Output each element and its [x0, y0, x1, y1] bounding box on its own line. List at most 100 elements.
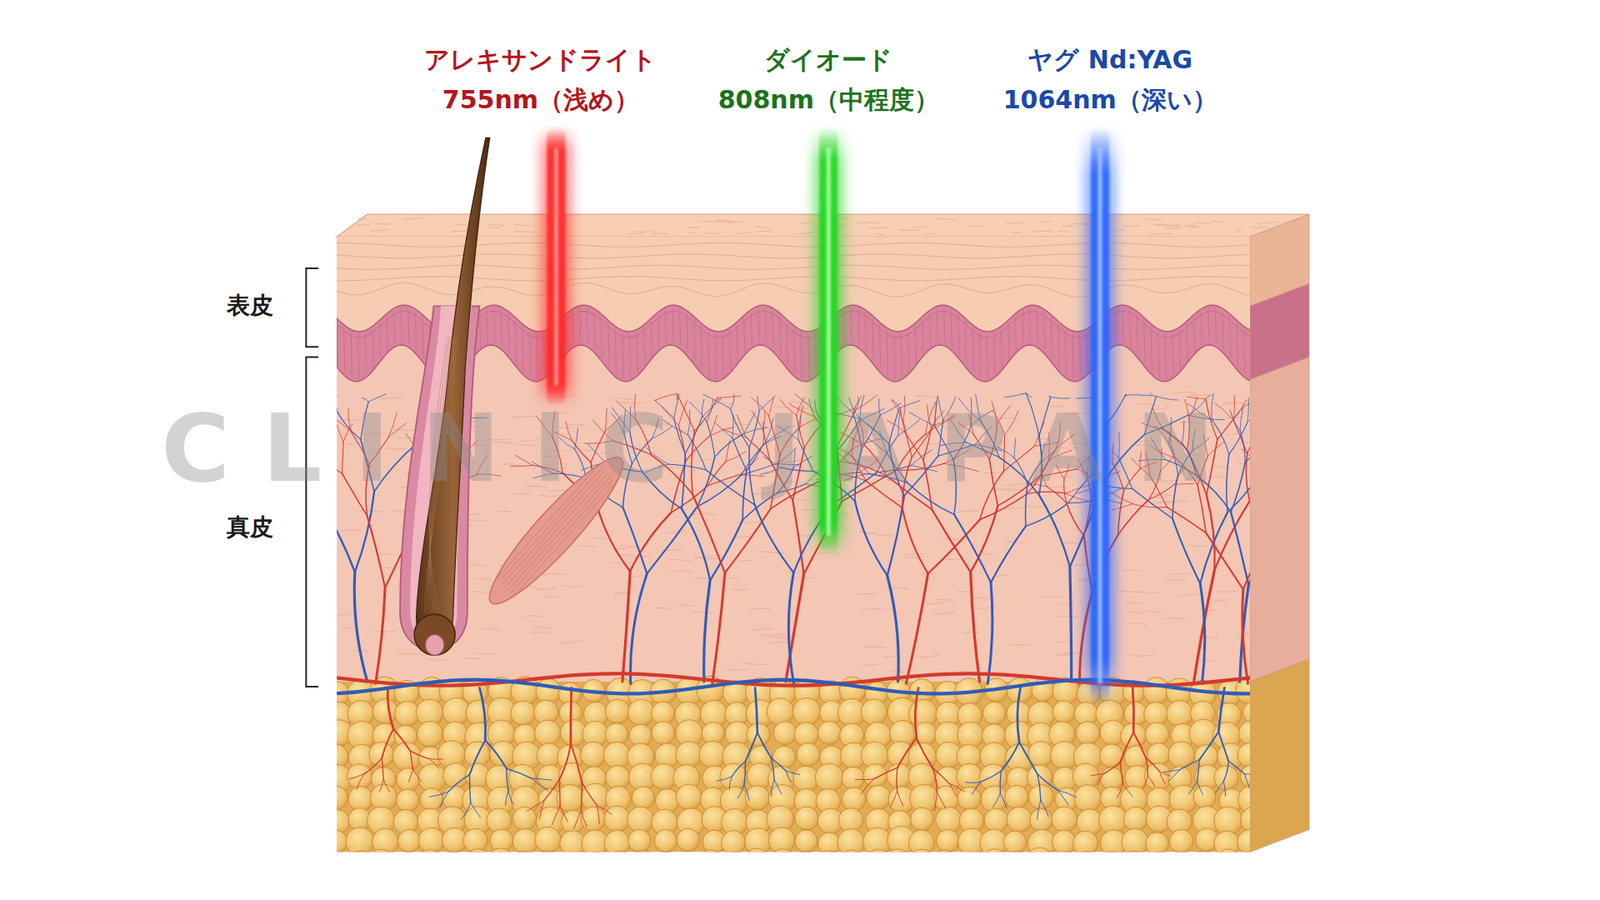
dermis-fibre [469, 565, 486, 568]
skin-texture [650, 233, 669, 235]
fat-cell [655, 851, 679, 853]
vessel [383, 779, 390, 793]
cell-line [700, 325, 702, 370]
vessel [1180, 760, 1200, 770]
vessel [596, 805, 600, 825]
dermis-fibre [1055, 615, 1079, 617]
fat-cell [535, 850, 561, 853]
vessel [1143, 775, 1148, 788]
vessel [712, 572, 725, 684]
fat-cell [772, 745, 795, 769]
vessel [1025, 502, 1069, 526]
fat-cell [744, 848, 771, 852]
dermis-fibre [876, 535, 893, 536]
skin-texture [1235, 230, 1244, 232]
dermis-fibre [1129, 623, 1148, 626]
fat-cell [1074, 785, 1102, 813]
dermis-fibre [563, 585, 585, 587]
dermis-fibre [475, 652, 496, 655]
vessel [559, 743, 571, 780]
fat-cell [627, 806, 655, 834]
skin-texture [756, 230, 773, 232]
dermis-fibre [1041, 595, 1064, 598]
fat-cell [345, 827, 375, 852]
dermis-fibre [768, 641, 790, 644]
fat-cell [396, 768, 420, 792]
fat-cell [627, 699, 655, 726]
cell-line [858, 309, 860, 345]
dermis-fibre [941, 558, 962, 560]
cell-line [794, 328, 795, 373]
vessel [1228, 760, 1245, 774]
cell-line [1236, 323, 1238, 367]
fat-cell [1005, 785, 1029, 809]
fat-cell [1100, 744, 1124, 768]
vessel [1223, 760, 1229, 781]
vessel [1189, 781, 1198, 795]
vessel [1247, 423, 1250, 454]
vessel [596, 805, 612, 815]
vessel [1103, 762, 1120, 775]
vessel [469, 775, 470, 804]
dermis-fibre [589, 537, 607, 539]
skin-texture [1010, 231, 1021, 233]
dermis-fibre [531, 632, 551, 634]
wavelength-label: 808nm（中程度） [718, 85, 940, 113]
skin-texture [793, 232, 814, 235]
cell-line [1044, 311, 1045, 350]
vessel [971, 782, 980, 795]
vessel [771, 758, 775, 780]
dermis-fibre [741, 662, 765, 665]
vessel [1243, 533, 1250, 590]
cell-line [530, 331, 531, 377]
fat-cell [1073, 830, 1099, 852]
fat-cell [604, 805, 630, 832]
dermis-fibre [735, 521, 760, 523]
dermis-fibre [670, 570, 692, 573]
skin-texture [515, 224, 530, 226]
vessel [681, 509, 710, 581]
cell-line [744, 318, 745, 353]
vessel [1200, 583, 1205, 684]
fat-cell [1052, 700, 1075, 724]
dermis-fibre [750, 628, 774, 630]
vessel [931, 509, 970, 572]
fat-cell [631, 786, 655, 810]
fat-cell [766, 698, 795, 726]
vessel [646, 506, 697, 575]
cell-line [1222, 311, 1224, 350]
vessel [1037, 774, 1059, 791]
fat-cell [580, 741, 607, 768]
cell-line [1050, 317, 1052, 359]
fat-cell [795, 806, 819, 830]
skin-side-face [1250, 357, 1310, 682]
vessel [1058, 790, 1069, 805]
vessel [1250, 471, 1251, 502]
vessel [1197, 781, 1204, 795]
cell-line [750, 312, 752, 345]
fat-cell [1190, 850, 1217, 852]
dermis-fibre [903, 553, 925, 555]
dermis-fibre [1212, 600, 1227, 602]
fat-cell [815, 763, 844, 792]
vessel [774, 780, 782, 795]
skin-texture [970, 225, 983, 227]
vessel [574, 810, 582, 830]
vessel [716, 776, 732, 781]
vessel [469, 740, 485, 775]
vessel [731, 761, 745, 777]
dermis-fibre [559, 640, 583, 644]
dermis-fibre [336, 613, 352, 615]
fat-cell [936, 829, 960, 852]
fat-cell [512, 829, 538, 853]
laser-name: アレキサンドライト [424, 45, 657, 74]
cell-line [336, 321, 338, 365]
dermis-fibre [757, 551, 774, 554]
fat-cell [817, 720, 841, 745]
cell-line [1158, 331, 1160, 377]
vessel [354, 572, 368, 682]
fat-cell [840, 850, 865, 852]
cell-line [615, 329, 616, 374]
cell-line [1015, 316, 1016, 350]
fat-cell [1237, 743, 1250, 768]
